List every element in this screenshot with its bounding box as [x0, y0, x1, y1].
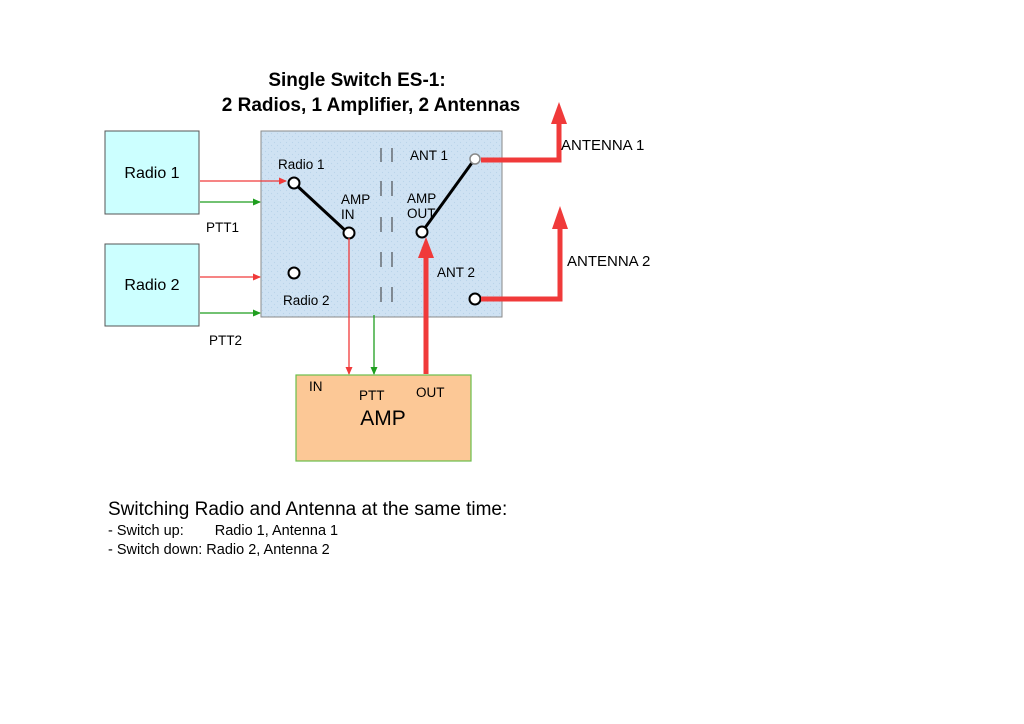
notes-switch-up: - Switch up: Radio 1, Antenna 1 — [108, 522, 507, 541]
amp-in-label: IN — [309, 379, 323, 394]
notes-switch-down: - Switch down:Radio 2, Antenna 2 — [108, 541, 507, 560]
port-amp-out-label-line1: AMP — [407, 191, 436, 206]
port-ant-2-label: ANT 2 — [437, 265, 475, 280]
port-radio-2-label: Radio 2 — [283, 293, 330, 308]
radio-2-label: Radio 2 — [124, 277, 179, 294]
amplifier-box: IN PTT OUT AMP — [295, 374, 472, 462]
port-amp-out-label-line2: OUT — [407, 206, 436, 221]
switching-notes: Switching Radio and Antenna at the same … — [108, 498, 507, 560]
notes-switch-down-value: Radio 2, Antenna 2 — [206, 542, 330, 558]
port-ant-1-label: ANT 1 — [410, 148, 448, 163]
ptt2-label: PTT2 — [209, 333, 242, 348]
diagram-title-line1: Single Switch ES-1: — [268, 70, 445, 91]
terminal-amp-in — [342, 226, 356, 240]
notes-switch-up-prefix: - Switch up: — [108, 523, 184, 539]
radio-1-label: Radio 1 — [124, 165, 179, 182]
terminal-ant-2 — [468, 292, 482, 306]
ptt1-label: PTT1 — [206, 220, 239, 235]
radio-2-box: Radio 2 — [104, 243, 200, 327]
diagram-title-line2: 2 Radios, 1 Amplifier, 2 Antennas — [222, 95, 520, 116]
amp-out-rf-path — [418, 237, 434, 374]
switch-box: Radio 1 Radio 2 AMP IN AMP OUT ANT 1 ANT… — [260, 130, 503, 318]
port-radio-1-label: Radio 1 — [278, 157, 325, 172]
port-amp-in-label-line2: IN — [341, 207, 355, 222]
switch-lever-right — [420, 159, 476, 233]
switch-lever-left — [292, 181, 350, 235]
port-amp-in-label-line1: AMP — [341, 192, 370, 207]
antenna-1-path — [481, 102, 567, 163]
amp-out-label: OUT — [416, 385, 445, 400]
terminal-amp-out — [415, 225, 429, 239]
amp-label: AMP — [360, 407, 406, 430]
notes-heading: Switching Radio and Antenna at the same … — [108, 499, 508, 520]
terminal-radio-2 — [287, 266, 301, 280]
antenna-2-path — [481, 206, 568, 302]
radio-1-box: Radio 1 — [104, 130, 200, 215]
switch-divider — [380, 148, 393, 302]
notes-switch-up-value: Radio 1, Antenna 1 — [214, 523, 339, 539]
terminal-radio-1 — [287, 176, 301, 190]
amp-ptt-label: PTT — [359, 388, 385, 403]
antenna-2-label: ANTENNA 2 — [567, 253, 650, 270]
antenna-1-label: ANTENNA 1 — [561, 137, 644, 154]
terminal-ant-1 — [469, 153, 481, 165]
notes-switch-down-prefix: - Switch down: — [108, 542, 203, 558]
